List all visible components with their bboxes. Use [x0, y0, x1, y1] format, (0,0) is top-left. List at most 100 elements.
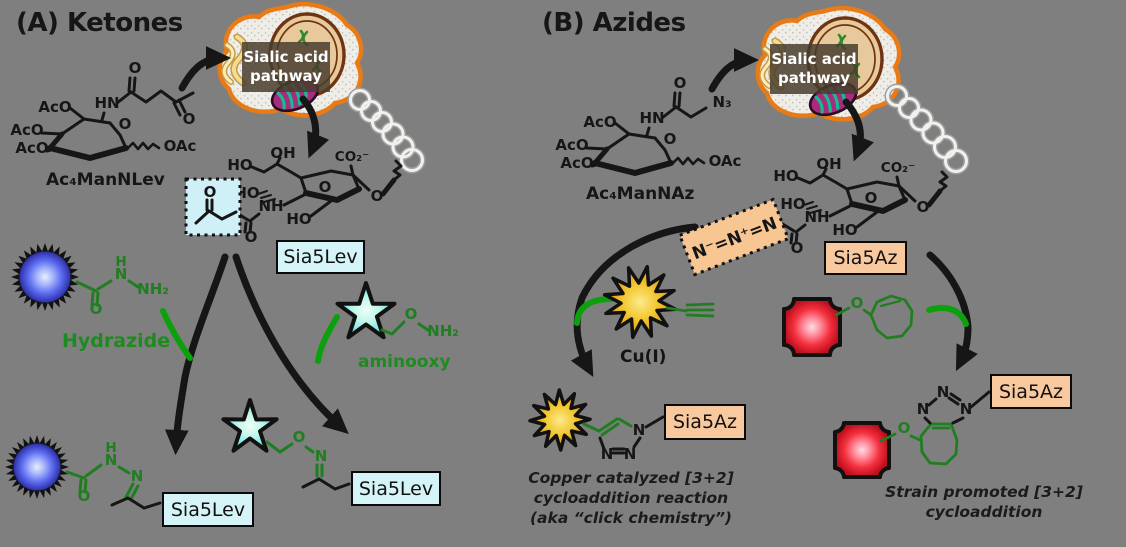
sialic-pathway-box-b: Sialic acid pathway — [770, 44, 858, 94]
atom-label: OH — [270, 144, 295, 162]
cyan-star-icon — [335, 281, 397, 340]
arrow-mannlev-to-cell — [178, 46, 232, 92]
blue-burst-icon — [5, 435, 69, 499]
panel-a-tag: (A) — [16, 8, 59, 38]
atom-label: O — [245, 228, 258, 246]
arrow-mannaz-to-cell — [708, 48, 760, 93]
hydrazide-label: Hydrazide — [62, 330, 171, 352]
hydrazide-probe: O H N NH₂ — [11, 243, 169, 318]
aminooxy-probe: O NH₂ — [335, 281, 459, 340]
atom-label: O — [129, 59, 142, 77]
azide-highlight-box: N⁻=N⁺=N — [677, 197, 791, 277]
atom-label: HN — [94, 94, 119, 112]
membrane-glycan-coils-a — [347, 87, 426, 174]
atom-label: N — [115, 265, 128, 283]
sia5lev-box-1: Sia5Lev — [276, 240, 365, 274]
arc-hydrazide — [160, 308, 193, 361]
atom-label: O — [90, 300, 103, 318]
pathway-line1: Sialic acid — [243, 48, 329, 67]
arrow-sia5lev-to-hydrazone — [164, 253, 229, 456]
atom-label: AcO — [10, 121, 43, 139]
atom-label: O — [674, 74, 687, 92]
atom-label: HO — [286, 210, 311, 228]
arrow-cell-to-sia5lev — [299, 95, 330, 159]
cu-alkyne-probe — [602, 264, 715, 340]
strain-promoted-caption: Strain promoted [3+2] cycloaddition — [874, 482, 1094, 522]
molecule-ac4mannaz: AcO AcO AcO HN O N₃ OAc O — [555, 74, 741, 176]
atom-label: N — [105, 451, 118, 469]
atom-label: O — [851, 294, 864, 312]
pathway-line1: Sialic acid — [771, 50, 857, 69]
caption-line: (aka “click chemistry”) — [529, 509, 733, 528]
atom-label: O — [319, 178, 332, 196]
cyan-star-icon — [221, 398, 279, 453]
atom-label: H — [115, 254, 126, 270]
cu-catalyst-label: Cu(I) — [620, 347, 667, 367]
panel-b-title-text: Azides — [592, 8, 686, 38]
caption-line: Strain promoted [3+2] — [885, 483, 1083, 501]
atom-label: HO — [227, 156, 252, 174]
sialic-pathway-box-a: Sialic acid pathway — [242, 42, 330, 92]
atom-label: AcO — [15, 139, 48, 157]
oxime-product: O N — [221, 398, 351, 491]
sia5lev-box-3: Sia5Lev — [351, 471, 441, 506]
arrow-sia5lev-to-oxime — [232, 253, 349, 435]
atom-label: O — [183, 110, 196, 128]
atom-label: H — [105, 440, 116, 456]
yellow-burst-icon — [528, 388, 592, 452]
atom-label: AcO — [583, 113, 616, 131]
ac4mannlev-caption: Ac₄ManNLev — [46, 170, 165, 190]
reagent-arcs — [160, 296, 969, 364]
click-triazole-product: N N N — [528, 388, 665, 463]
atom-label: N — [917, 400, 930, 418]
atom-label: O — [664, 130, 677, 148]
aminooxy-label: aminooxy — [358, 352, 451, 372]
ketone-highlight-box: O — [184, 177, 242, 237]
blue-burst-icon — [11, 243, 79, 311]
atom-label: O — [293, 428, 306, 446]
red-puff-icon — [782, 297, 842, 357]
panel-a-title-text: Ketones — [66, 8, 183, 38]
panel-b-title: (B) Azides — [542, 8, 686, 38]
atom-label: NH — [258, 197, 283, 215]
atom-label: N — [315, 447, 328, 465]
pathway-line2: pathway — [777, 69, 850, 87]
atom-label: AcO — [555, 136, 588, 154]
caption-line: Copper catalyzed [3+2] — [528, 469, 734, 487]
atom-label: N — [131, 467, 144, 485]
caption-line: cycloaddition reaction — [533, 489, 729, 508]
sia5az-box-1: Sia5Az — [824, 241, 907, 275]
red-puff-icon — [833, 421, 891, 479]
sia5lev-box-2: Sia5Lev — [162, 492, 254, 527]
atom-label: AcO — [560, 154, 593, 172]
pathway-line2: pathway — [249, 67, 322, 85]
arc-cyclooctyne — [926, 304, 969, 327]
atom-label: N — [601, 445, 614, 463]
atom-label: O — [405, 305, 418, 323]
atom-label: N — [937, 383, 950, 401]
hydrazone-product: O H N N — [5, 435, 162, 510]
atom-label: O — [78, 487, 91, 505]
atom-label: O — [119, 115, 132, 133]
sia5az-box-3: Sia5Az — [990, 374, 1072, 409]
atom-label: NH₂ — [137, 280, 169, 298]
atom-label: CO₂⁻ — [335, 149, 369, 165]
sia5az-box-2: Sia5Az — [664, 404, 746, 440]
arrow-azide-to-click — [570, 223, 699, 377]
molecule-ac4mannlev: AcO AcO AcO HN O O OAc O — [10, 59, 196, 161]
panel-a-title: (A) Ketones — [16, 8, 183, 38]
atom-label: N — [633, 421, 646, 439]
atom-label: O — [898, 419, 911, 437]
atom-label: N — [624, 445, 637, 463]
strain-triazole-product: O N N N — [833, 383, 991, 479]
atom-label: O — [371, 187, 384, 205]
arrow-cell-to-sia5az — [842, 98, 874, 162]
atom-label: HO — [234, 184, 259, 202]
atom-label: NH₂ — [427, 322, 459, 340]
click-chemistry-caption: Copper catalyzed [3+2] cycloaddition rea… — [522, 468, 740, 528]
atom-label: O — [204, 183, 217, 201]
panel-b-tag: (B) — [542, 8, 585, 38]
arc-cu-alkyne — [574, 296, 614, 326]
